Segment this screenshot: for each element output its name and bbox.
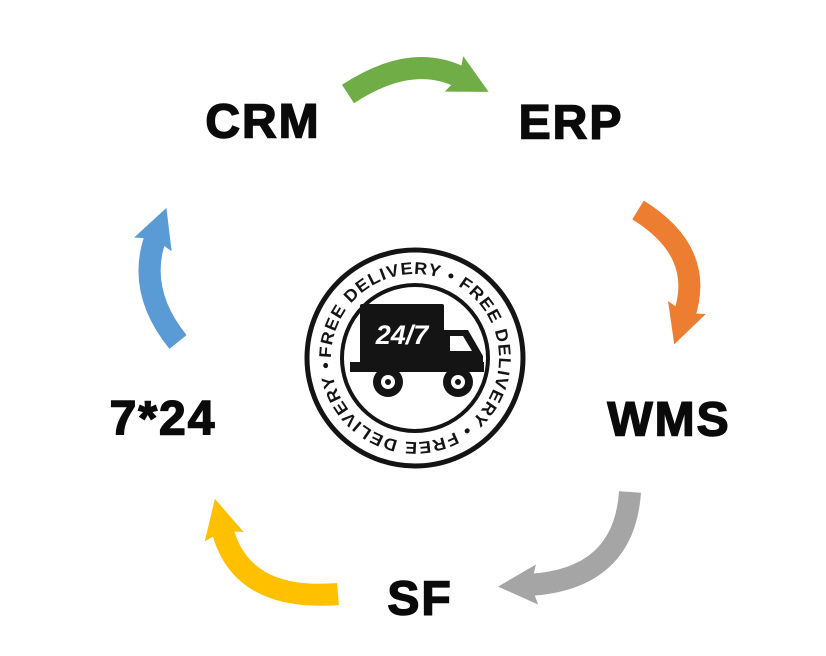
arrow-wms-to-sf-head	[498, 564, 539, 605]
node-support: 7*24	[109, 392, 217, 447]
free-delivery-badge: FREE DELIVERY • FREE DELIVERY • FREE DEL…	[304, 247, 526, 469]
node-crm: CRM	[205, 95, 321, 150]
arrow-erp-to-wms	[632, 200, 706, 345]
truck-cargo-box	[360, 304, 444, 364]
truck-chassis	[350, 362, 484, 372]
arrow-erp-to-wms-shaft	[632, 200, 701, 320]
arrow-sf-to-support-shaft	[211, 525, 339, 606]
arrow-crm-to-erp	[341, 56, 489, 104]
arrow-wms-to-sf	[498, 490, 641, 605]
truck-wheel-front-axle	[455, 379, 461, 385]
truck-24-7-label: 24/7	[375, 320, 431, 350]
node-wms: WMS	[607, 393, 731, 448]
arrow-support-to-crm-shaft	[138, 232, 187, 349]
arrow-wms-to-sf-shaft	[527, 490, 641, 596]
truck-wheel-rear-axle	[385, 379, 391, 385]
arrow-support-to-crm	[134, 207, 187, 349]
arrow-sf-to-support	[204, 498, 339, 606]
arrow-crm-to-erp-head	[444, 56, 489, 92]
arrow-crm-to-erp-shaft	[341, 57, 468, 104]
arrow-support-to-crm-head	[134, 207, 172, 252]
node-sf: SF	[387, 572, 453, 627]
arrow-erp-to-wms-head	[668, 300, 706, 345]
node-erp: ERP	[518, 96, 624, 151]
delivery-truck-icon: 24/7	[350, 304, 484, 397]
truck-window	[450, 336, 472, 351]
arrow-sf-to-support-head	[204, 498, 244, 542]
